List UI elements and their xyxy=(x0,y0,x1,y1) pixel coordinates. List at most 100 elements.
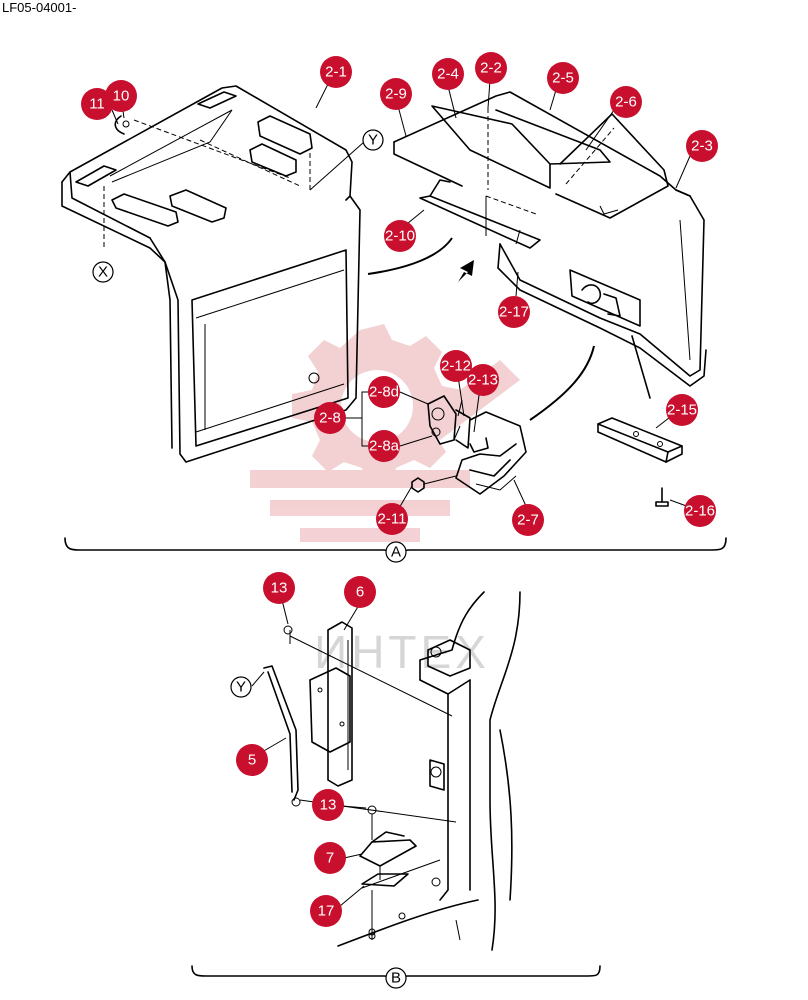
callout-label: 2-2 xyxy=(480,60,502,77)
callout-label: 10 xyxy=(113,88,130,105)
callout-label: 2-10 xyxy=(385,228,415,245)
callout-badge xyxy=(314,842,346,874)
callout-label: 13 xyxy=(271,580,288,597)
callout-badge xyxy=(467,364,499,396)
callout-badge xyxy=(610,86,642,118)
latch-subassembly xyxy=(346,391,527,495)
callout-label: 11 xyxy=(89,96,105,113)
callout-17: 17 xyxy=(310,895,342,927)
callout-badge xyxy=(314,402,346,434)
callout-2-6: 2-6 xyxy=(610,86,642,118)
callout-label: 13 xyxy=(320,797,337,814)
callout-badge xyxy=(380,78,412,110)
callout-2-10: 2-10 xyxy=(384,220,416,252)
callout-label: 5 xyxy=(248,752,256,769)
callout-2-5: 2-5 xyxy=(547,62,579,94)
frame-assembly-right xyxy=(367,91,707,421)
callout-badge xyxy=(686,130,718,162)
section-label-b-text: B xyxy=(391,970,401,987)
view-marker-y-top: Y xyxy=(309,129,384,191)
callout-2-9: 2-9 xyxy=(380,78,412,110)
callout-label: 2-11 xyxy=(378,511,407,528)
callout-badge xyxy=(368,430,400,462)
callout-label: 2-12 xyxy=(441,358,471,375)
direction-arrow-icon xyxy=(458,260,474,282)
callout-badge xyxy=(666,394,698,426)
view-marker-y-bottom: Y xyxy=(230,671,265,698)
chassis-section-b xyxy=(337,591,521,951)
callout-label: 2-9 xyxy=(385,86,407,103)
callout-2-7: 2-7 xyxy=(512,504,544,536)
callout-badge xyxy=(547,62,579,94)
callout-badge xyxy=(376,503,408,535)
section-label-a-text: A xyxy=(391,544,401,561)
bolt xyxy=(655,487,669,507)
view-marker-y-bottom-label: Y xyxy=(236,679,246,696)
callout-badge xyxy=(344,576,376,608)
callout-badge xyxy=(440,350,472,382)
callout-leaders xyxy=(111,79,693,907)
callout-label: 2-4 xyxy=(437,66,459,83)
callout-2-3: 2-3 xyxy=(686,130,718,162)
callout-2-8a: 2-8a xyxy=(368,430,400,462)
section-label-a: A xyxy=(385,541,407,563)
callout-badge xyxy=(684,495,716,527)
callout-label: 17 xyxy=(318,903,335,920)
callout-badge xyxy=(432,58,464,90)
callout-2-8d: 2-8d xyxy=(368,376,400,408)
callout-11: 11 xyxy=(81,88,113,120)
mounting-plate xyxy=(309,621,353,787)
callout-2-4: 2-4 xyxy=(432,58,464,90)
striker xyxy=(359,805,417,940)
callout-label: 2-1 xyxy=(325,64,347,81)
callout-7: 7 xyxy=(314,842,346,874)
support-rod xyxy=(263,625,457,823)
callout-label: 2-13 xyxy=(468,372,498,389)
callout-label: 2-3 xyxy=(691,138,713,155)
callout-label: 2-8d xyxy=(369,384,399,401)
callout-badge xyxy=(512,504,544,536)
callout-6: 6 xyxy=(344,576,376,608)
callout-2-1: 2-1 xyxy=(320,56,352,88)
callout-badge xyxy=(384,220,416,252)
document-code: LF05-04001- xyxy=(2,0,77,15)
callout-layer: 2-1 2-2 2-3 2-4 2-5 2-6 2-7 2-8 2-8a 2-8d 2-9 2-10 2… xyxy=(81,52,718,927)
callout-2-17: 2-17 xyxy=(498,296,530,328)
callout-5: 5 xyxy=(236,744,268,776)
callout-badge xyxy=(310,895,342,927)
callout-badge xyxy=(81,88,113,120)
callout-badge xyxy=(475,52,507,84)
callout-label: 2-17 xyxy=(499,304,529,321)
callout-13a: 13 xyxy=(263,572,295,604)
callout-label: 6 xyxy=(356,584,364,601)
callout-label: 2-6 xyxy=(615,94,637,111)
callout-2-16: 2-16 xyxy=(684,495,716,527)
callout-2-2: 2-2 xyxy=(475,52,507,84)
callout-badge xyxy=(263,572,295,604)
view-marker-x: X xyxy=(92,261,114,283)
callout-2-12: 2-12 xyxy=(440,350,472,382)
section-label-b: B xyxy=(385,967,407,989)
callout-label: 2-15 xyxy=(667,402,697,419)
callout-2-15: 2-15 xyxy=(666,394,698,426)
callout-label: 2-8a xyxy=(369,438,400,455)
callout-label: 2-16 xyxy=(685,503,715,520)
callout-badge xyxy=(368,376,400,408)
callout-label: 2-7 xyxy=(517,512,539,529)
callout-13b: 13 xyxy=(312,789,344,821)
callout-label: 2-5 xyxy=(552,70,574,87)
view-marker-y-top-label: Y xyxy=(368,132,378,149)
cover-assembly-left xyxy=(61,85,361,463)
callout-badge xyxy=(498,296,530,328)
callout-2-13: 2-13 xyxy=(467,364,499,396)
callout-2-8: 2-8 xyxy=(314,402,346,434)
view-marker-x-label: X xyxy=(98,264,108,281)
callout-badge xyxy=(312,789,344,821)
callout-badge xyxy=(236,744,268,776)
spacer-block xyxy=(597,417,683,463)
callout-label: 2-8 xyxy=(319,410,341,427)
callout-badge xyxy=(320,56,352,88)
callout-2-11: 2-11 xyxy=(376,503,408,535)
callout-label: 7 xyxy=(326,850,334,867)
